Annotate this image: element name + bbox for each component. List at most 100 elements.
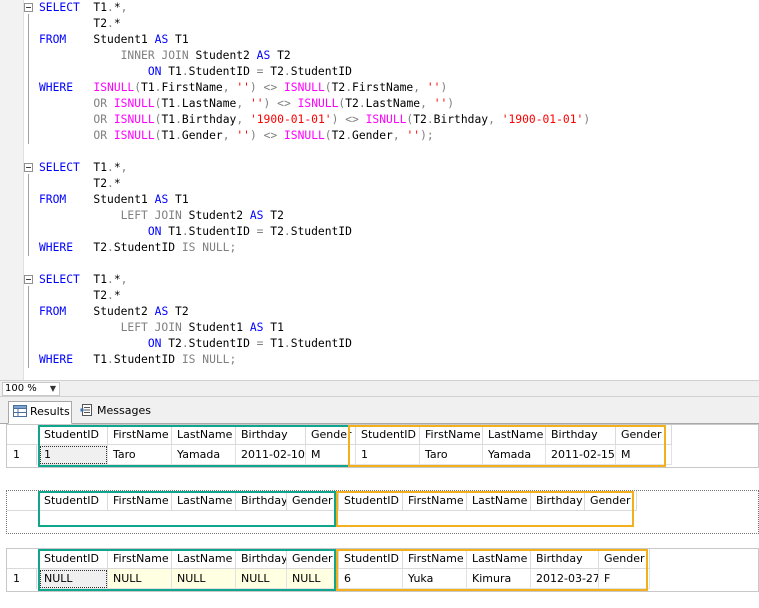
collapse-icon[interactable] <box>24 3 33 12</box>
code-text: FROM Student1 AS T1 <box>39 192 189 208</box>
code-token: T2 <box>39 17 108 30</box>
table-cell[interactable]: M <box>616 445 672 465</box>
table-cell[interactable]: 2011-02-15 <box>546 445 616 465</box>
column-header[interactable]: FirstName <box>420 425 483 445</box>
sql-editor[interactable]: SELECT T1.*, T2.*FROM Student1 AS T1 INN… <box>0 0 759 380</box>
code-line: OR ISNULL(T1.Gender, '') <> ISNULL(T2.Ge… <box>0 128 759 144</box>
collapse-icon[interactable] <box>24 163 33 172</box>
column-header[interactable]: Birthday <box>531 491 585 511</box>
grid-corner[interactable] <box>7 549 39 569</box>
code-token: ) <box>249 129 257 142</box>
table-cell[interactable]: Yamada <box>172 445 236 465</box>
column-header[interactable]: FirstName <box>108 425 172 445</box>
column-header[interactable]: LastName <box>467 491 531 511</box>
column-header[interactable]: StudentID <box>39 491 108 511</box>
column-header[interactable]: Birthday <box>236 491 287 511</box>
code-token: LEFT JOIN <box>120 321 182 334</box>
column-header[interactable]: StudentID <box>356 425 420 445</box>
table-cell[interactable]: NULL <box>172 569 236 589</box>
column-header[interactable]: Gender <box>306 425 356 445</box>
code-token: OR <box>93 129 108 142</box>
grid-corner[interactable] <box>7 491 39 511</box>
column-header[interactable]: StudentID <box>339 491 403 511</box>
code-token: = <box>256 225 264 238</box>
code-token <box>107 113 114 126</box>
code-token: T2 <box>263 65 284 78</box>
row-number[interactable]: 1 <box>7 569 37 589</box>
table-cell[interactable]: Yuka <box>403 569 467 589</box>
table-cell[interactable]: M <box>306 445 356 465</box>
collapse-icon[interactable] <box>24 275 33 284</box>
column-header[interactable]: Birthday <box>236 425 306 445</box>
column-header[interactable]: Gender <box>616 425 672 445</box>
column-header[interactable]: FirstName <box>108 491 172 511</box>
code-token: T1 <box>263 321 284 334</box>
code-token: Student2 <box>181 209 250 222</box>
code-text: LEFT JOIN Student2 AS T2 <box>39 208 284 224</box>
code-token: . <box>283 337 291 350</box>
code-line: FROM Student1 AS T1 <box>0 32 759 48</box>
column-header[interactable]: Birthday <box>236 549 287 569</box>
table-cell[interactable]: Kimura <box>467 569 531 589</box>
table-cell[interactable]: 2011-02-10 <box>236 445 306 465</box>
table-cell[interactable]: NULL <box>236 569 287 589</box>
code-line: SELECT T1.*, <box>0 0 759 16</box>
table-cell[interactable]: NULL <box>108 569 172 589</box>
column-header[interactable]: FirstName <box>403 491 467 511</box>
code-token: , <box>420 97 427 110</box>
table-cell[interactable]: 6 <box>339 569 403 589</box>
table-cell[interactable]: Taro <box>420 445 483 465</box>
column-header[interactable]: LastName <box>483 425 546 445</box>
table-cell[interactable]: 1 <box>39 445 108 465</box>
column-header[interactable]: LastName <box>172 491 236 511</box>
code-token: T1 <box>161 129 176 142</box>
table-cell[interactable]: F <box>599 569 650 589</box>
column-header[interactable]: Gender <box>585 491 637 511</box>
code-token <box>39 65 148 78</box>
column-header[interactable]: Gender <box>287 491 339 511</box>
code-line: LEFT JOIN Student2 AS T2 <box>0 208 759 224</box>
table-cell[interactable]: NULL <box>39 569 108 589</box>
table-cell[interactable]: Yamada <box>483 445 546 465</box>
code-line: FROM Student2 AS T2 <box>0 304 759 320</box>
code-token: WHERE <box>39 81 74 94</box>
code-line: LEFT JOIN Student1 AS T1 <box>0 320 759 336</box>
column-header[interactable]: LastName <box>172 549 236 569</box>
table-cell[interactable]: NULL <box>287 569 339 589</box>
code-token: ISNULL <box>113 97 155 110</box>
column-header[interactable]: Gender <box>287 549 339 569</box>
column-header[interactable]: Birthday <box>546 425 616 445</box>
tab-messages[interactable]: Messages <box>76 401 152 424</box>
column-header[interactable]: StudentID <box>339 549 403 569</box>
table-cell[interactable]: Taro <box>108 445 172 465</box>
column-header[interactable]: FirstName <box>403 549 467 569</box>
tab-results[interactable]: Results <box>8 401 72 424</box>
code-token: T2 <box>263 225 284 238</box>
zoom-dropdown[interactable]: 100 % ▼ <box>2 382 60 396</box>
column-header[interactable]: LastName <box>467 549 531 569</box>
code-token: T1 <box>263 337 284 350</box>
code-token: . <box>107 17 114 30</box>
column-header[interactable]: StudentID <box>39 549 108 569</box>
code-token: ( <box>154 129 162 142</box>
grid-corner[interactable] <box>7 425 39 445</box>
column-header[interactable]: FirstName <box>108 549 172 569</box>
code-token: ) <box>583 113 591 126</box>
column-header[interactable]: StudentID <box>39 425 108 445</box>
table-cell[interactable]: 1 <box>356 445 420 465</box>
column-header[interactable]: LastName <box>172 425 236 445</box>
table-cell[interactable]: 2012-03-27 <box>531 569 599 589</box>
column-header[interactable]: Gender <box>599 549 650 569</box>
column-header[interactable]: Birthday <box>531 549 599 569</box>
code-token: , <box>222 129 230 142</box>
row-number[interactable]: 1 <box>7 445 37 465</box>
code-text: T2.* <box>39 176 120 192</box>
code-text: LEFT JOIN Student1 AS T1 <box>39 320 284 336</box>
code-token: T2 <box>161 337 182 350</box>
